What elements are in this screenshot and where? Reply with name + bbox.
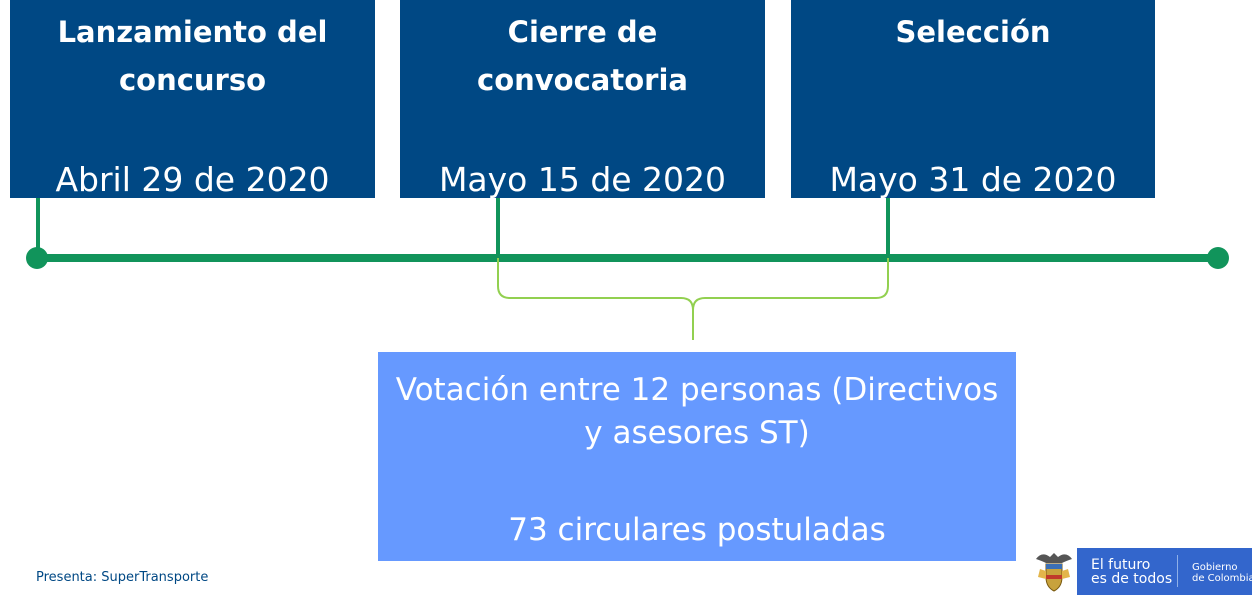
milestone-title: Cierre de convocatoria	[400, 8, 765, 104]
period-bracket	[497, 258, 889, 340]
milestone-title: Selección	[791, 8, 1155, 56]
logo-panel	[1077, 548, 1252, 595]
voting-description: Votación entre 12 personas (Directivos	[395, 372, 999, 408]
voting-info-box: Votación entre 12 personas (Directivos y…	[378, 352, 1016, 561]
milestone-title-line: Cierre de	[507, 15, 658, 49]
milestone-date: Mayo 31 de 2020	[829, 160, 1117, 199]
milestone-close: Cierre de convocatoria Mayo 15 de 2020	[400, 0, 765, 199]
government-logo: El futuro es de todos Gobierno de Colomb…	[1028, 545, 1252, 598]
gov-line: de Colombia	[1192, 573, 1252, 584]
slogan-line: El futuro	[1091, 557, 1151, 573]
coat-of-arms-icon	[1036, 553, 1072, 592]
voting-description-cont: y asesores ST)	[584, 415, 810, 451]
presenter-label: Presenta: SuperTransporte	[36, 570, 209, 585]
milestone-selection: Selección Mayo 31 de 2020	[791, 0, 1155, 199]
timeline-end-dot	[1207, 247, 1229, 269]
milestone-launch: Lanzamiento del concurso Abril 29 de 202…	[10, 0, 375, 199]
slogan-line: es de todos	[1091, 571, 1173, 587]
milestone-date: Mayo 15 de 2020	[438, 160, 727, 199]
logo-slogan: El futuro es de todos	[1091, 558, 1172, 586]
submissions-count: 73 circulares postuladas	[508, 512, 886, 548]
milestone-title-line: Selección	[895, 15, 1051, 49]
milestone-title-line: Lanzamiento del	[57, 15, 328, 49]
milestone-title-line: concurso	[118, 63, 267, 97]
milestone-title: Lanzamiento del concurso	[10, 8, 375, 104]
timeline-start-dot	[26, 247, 48, 269]
milestone-title-line: convocatoria	[477, 63, 688, 97]
logo-divider	[1177, 555, 1178, 587]
milestone-date: Abril 29 de 2020	[55, 160, 330, 199]
gov-line: Gobierno	[1192, 562, 1238, 573]
logo-government-text: Gobierno de Colombia	[1192, 562, 1252, 584]
